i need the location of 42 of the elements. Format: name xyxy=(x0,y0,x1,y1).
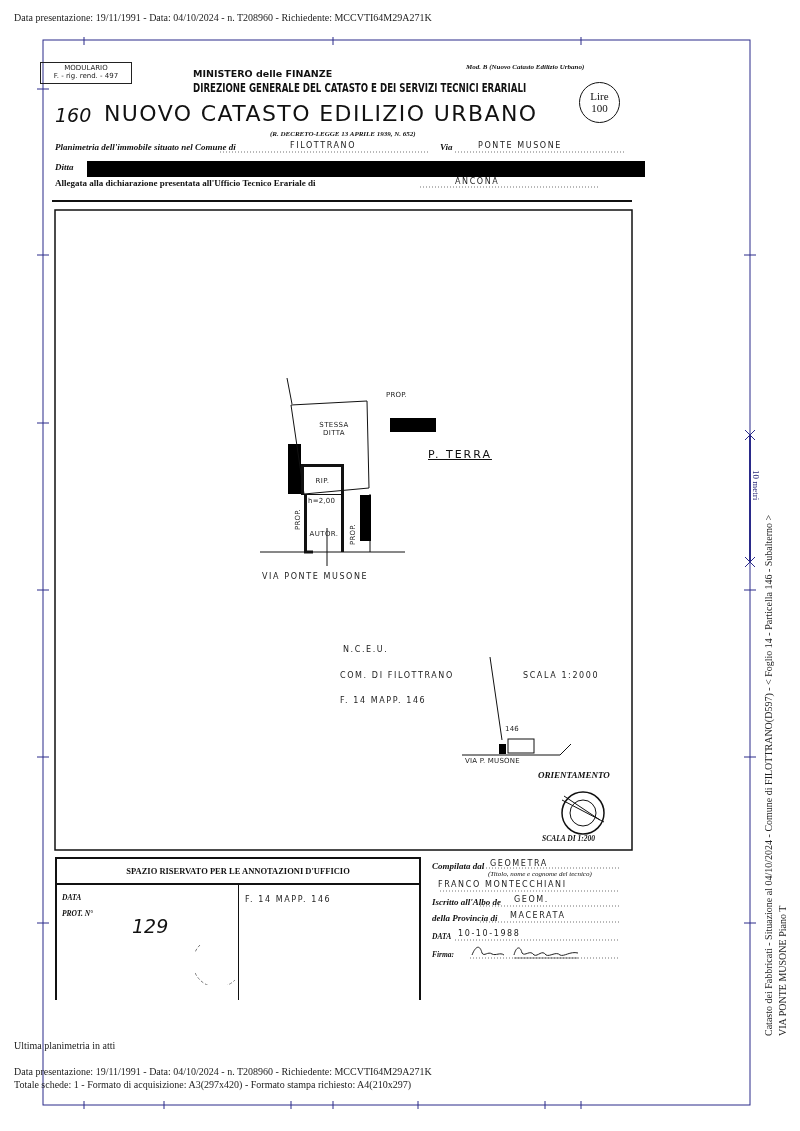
field-value: FRANCO MONTECCHIANI xyxy=(438,880,567,889)
handwritten-number: 160 xyxy=(55,104,92,126)
field-value: GEOMETRA xyxy=(490,859,548,868)
header-text: Data presentazione: 19/11/1991 - Data: 04/10/2024 - n. T208960 - Richiedente: MCCVTI64M29A271K xyxy=(14,12,432,23)
form-title: NUOVO CATASTO EDILIZIO URBANO xyxy=(104,101,538,126)
department-name: DIREZIONE GENERALE DEL CATASTO E DEI SERVIZI TECNICI ERARIALI xyxy=(193,81,527,95)
vertical-caption: VIA PONTE MUSONE Piano T xyxy=(777,905,788,1036)
field-label: Allegata alla dichiarazione presentata all'Ufficio Tecnico Erariale di xyxy=(55,178,316,188)
annotation-panel xyxy=(55,857,421,1000)
field-value: ANCONA xyxy=(455,177,500,186)
map-note: N.C.E.U. xyxy=(343,645,389,654)
scale-bar-label: 10 metri xyxy=(751,470,761,501)
field-value: 10-10-1988 xyxy=(458,929,521,938)
field-label: della Provincia di xyxy=(432,913,498,923)
footer-text: Data presentazione: 19/11/1991 - Data: 04/10/2024 - n. T208960 - Richiedente: MCCVTI64M29A271K xyxy=(14,1066,432,1077)
floor-plan-room xyxy=(304,495,344,552)
footer-text: Totale schede: 1 - Formato di acquisizione: A3(297x420) - Formato stampa richiesto: A4(210x297) xyxy=(14,1079,411,1090)
field-label: Iscritto all'Albo de xyxy=(432,897,501,907)
orientation-title: ORIENTAMENTO xyxy=(538,770,610,780)
floor-plan-room xyxy=(301,464,344,495)
field-label: Via xyxy=(440,142,453,152)
stamp-value: Lire 100 xyxy=(589,90,610,115)
scale-note: SCALA 1:2000 xyxy=(523,671,600,680)
ministry-name: MINISTERO delle FINANZE xyxy=(193,68,333,79)
field-value: PONTE MUSONE xyxy=(478,141,562,150)
map-note: F. 14 MAPP. 146 xyxy=(340,696,427,705)
field-label: Planimetria dell'immobile situato nel Comune di xyxy=(55,142,236,152)
handwritten-number: 129 xyxy=(132,915,169,937)
field-value: GEOM. xyxy=(514,895,549,904)
floor-plan-room xyxy=(287,399,371,495)
field-value: FILOTTRANO xyxy=(290,141,357,150)
floor-label: P. TERRA xyxy=(428,448,492,461)
field-label: Compilata dal xyxy=(432,861,485,871)
vertical-caption: Catasto dei Fabbricati - Situazione al 04/10/2024 - Comune di FILOTTRANO(D597) - < Foglio 14 - Particella 146 - Subalterno > xyxy=(763,514,774,1036)
panel-heading: SPAZIO RISERVATO PER LE ANNOTAZIONI D'UFFICIO xyxy=(57,859,419,885)
footer-text: Ultima planimetria in atti xyxy=(14,1040,116,1051)
field-label: Ditta xyxy=(55,162,74,172)
form-stamp-box xyxy=(40,62,132,84)
field-value: F. 14 MAPP. 146 xyxy=(245,895,332,904)
street-name: VIA PONTE MUSONE xyxy=(262,572,369,581)
map-note: COM. DI FILOTTRANO xyxy=(340,671,454,680)
field-value: MACERATA xyxy=(510,911,566,920)
